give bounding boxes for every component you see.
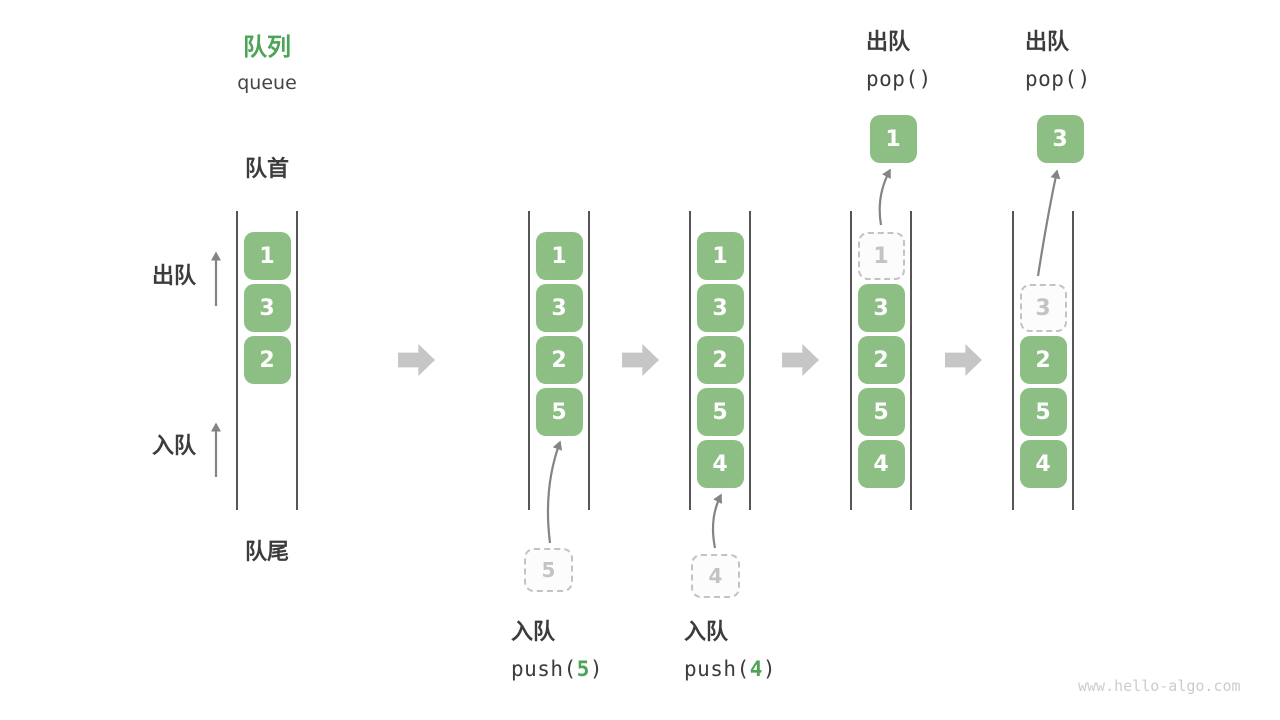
queue-channel-line — [296, 211, 298, 510]
watermark: www.hello-algo.com — [1078, 677, 1241, 695]
diagram-title-en: queue — [237, 72, 297, 94]
queue-cell-value: 4 — [1019, 440, 1067, 488]
push4-operation-label: 入队 push(4) — [684, 620, 776, 682]
pop3-code-label: pop() — [1025, 67, 1091, 91]
queue-channel-line — [1012, 211, 1014, 510]
queue-cell-value: 5 — [857, 388, 905, 436]
pop1-code-label: pop() — [866, 67, 932, 91]
queue-cell-value: 2 — [857, 336, 905, 384]
pop1-operation-label: 出队 pop() — [866, 30, 932, 92]
push4-zh-label: 入队 — [684, 620, 729, 645]
queue-channel-line — [850, 211, 852, 510]
queue-channel-line — [588, 211, 590, 510]
queue-channel-line — [1072, 211, 1074, 510]
push5-code-post: ) — [589, 657, 604, 681]
push4-code-pre: push( — [684, 657, 750, 681]
queue-channel-line — [528, 211, 530, 510]
queue-cell-value: 3 — [535, 284, 583, 332]
pop3-arrow — [1036, 169, 1061, 277]
queue-cell-value: 1 — [535, 232, 583, 280]
queue-cell-value: 3 — [243, 284, 291, 332]
pending-enqueue-cell: 4 — [691, 554, 740, 598]
diagram-title-zh: 队列 — [243, 33, 291, 61]
push4-arrow — [711, 493, 722, 549]
queue-cell-value: 5 — [535, 388, 583, 436]
queue-channel-line — [749, 211, 751, 510]
push5-operation-label: 入队 push(5) — [511, 620, 603, 682]
push4-code-post: ) — [762, 657, 777, 681]
queue-cell-value: 3 — [857, 284, 905, 332]
queue-rear-label: 队尾 — [244, 540, 289, 565]
queue-cell-value: 1 — [696, 232, 744, 280]
queue-cell-value: 2 — [243, 336, 291, 384]
push4-code-label: push(4) — [684, 656, 776, 682]
pop3-zh-label: 出队 — [1025, 30, 1070, 55]
queue-cell-removed: 1 — [857, 232, 905, 280]
push5-arrow — [546, 440, 563, 544]
queue-channel-line — [910, 211, 912, 510]
queue-cell-value: 1 — [243, 232, 291, 280]
pending-enqueue-cell: 5 — [524, 548, 573, 592]
queue-channel-line — [236, 211, 238, 510]
queue-cell-value: 2 — [1019, 336, 1067, 384]
push5-zh-label: 入队 — [511, 620, 556, 645]
queue-cell-value: 5 — [1019, 388, 1067, 436]
queue-cell-value: 4 — [857, 440, 905, 488]
pop1-arrow — [878, 168, 891, 226]
queue-channel-line — [689, 211, 691, 510]
queue-cell-value: 2 — [696, 336, 744, 384]
queue-cell-value: 2 — [535, 336, 583, 384]
push4-code-arg: 4 — [749, 657, 763, 681]
push5-code-arg: 5 — [576, 657, 590, 681]
popped-value-cell: 3 — [1036, 115, 1084, 163]
queue-cell-removed: 3 — [1019, 284, 1067, 332]
queue-cell-value: 3 — [696, 284, 744, 332]
dequeue-side-label: 出队 — [152, 264, 197, 289]
push5-code-label: push(5) — [511, 656, 603, 682]
push5-code-pre: push( — [511, 657, 577, 681]
popped-value-cell: 1 — [869, 115, 917, 163]
queue-cell-value: 5 — [696, 388, 744, 436]
queue-front-label: 队首 — [244, 157, 289, 182]
pop1-zh-label: 出队 — [866, 30, 911, 55]
queue-cell-value: 4 — [696, 440, 744, 488]
enqueue-side-label: 入队 — [152, 434, 197, 459]
pop3-operation-label: 出队 pop() — [1025, 30, 1091, 92]
